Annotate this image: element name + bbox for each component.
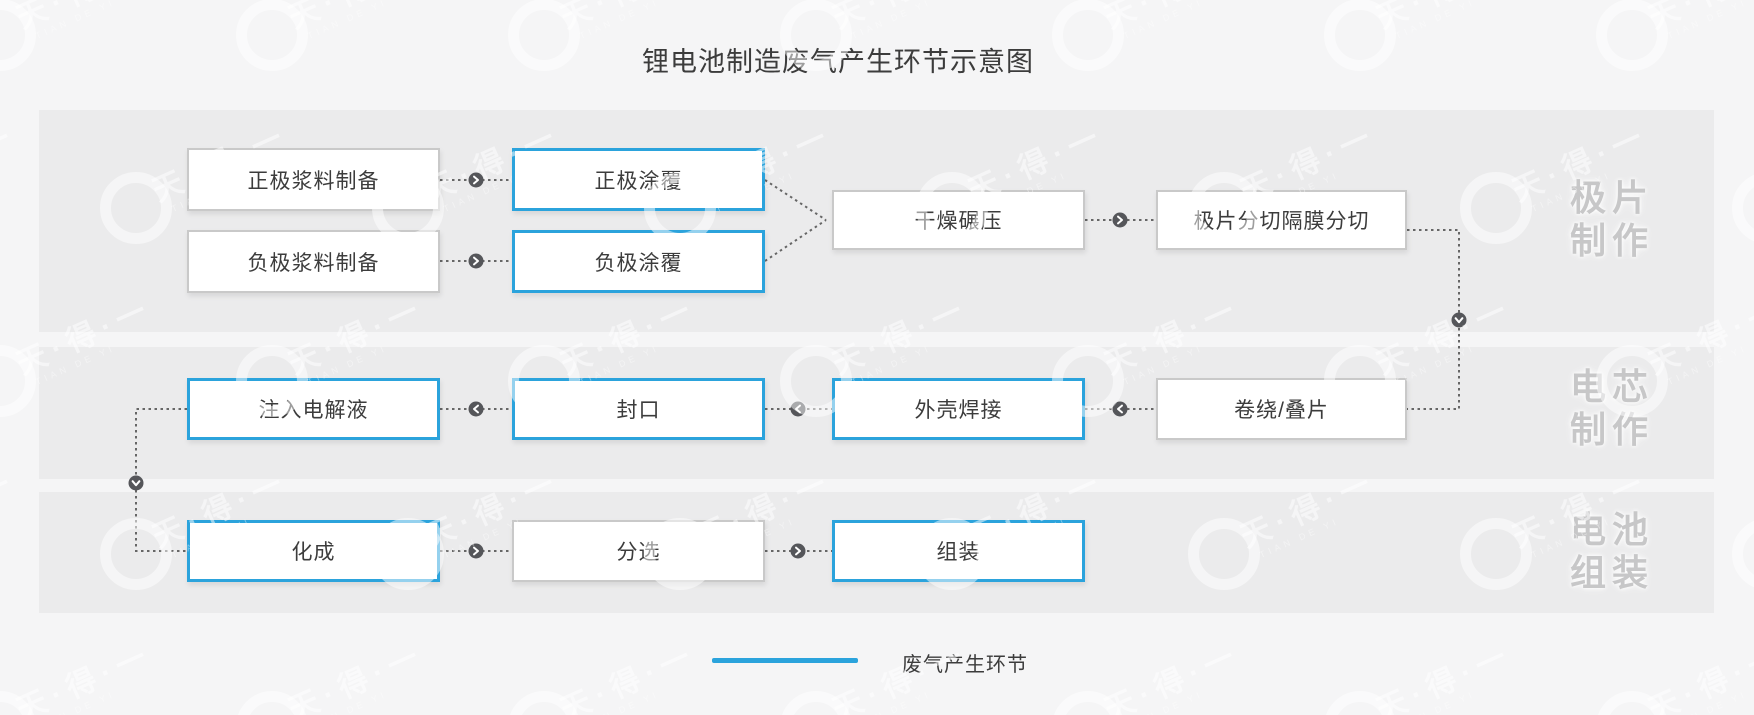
arrow-left-icon [1112, 401, 1128, 417]
case-welding-box: 外壳焊接 [832, 378, 1085, 440]
connector-line-diagonal [764, 219, 827, 262]
arrow-down-icon [1451, 312, 1467, 328]
sorting-box: 分选 [512, 520, 765, 582]
electrolyte-filling-box: 注入电解液 [187, 378, 440, 440]
cathode-coating-box: 正极涂覆 [512, 148, 765, 211]
box-label: 注入电解液 [258, 399, 369, 422]
anode-slurry-box: 负极浆料制备 [187, 230, 440, 293]
cathode-slurry-box: 正极浆料制备 [187, 148, 440, 211]
arrow-left-icon [468, 401, 484, 417]
box-label: 负极浆料制备 [247, 251, 380, 275]
box-label: 极片分切隔膜分切 [1193, 210, 1370, 233]
arrow-right-icon [468, 253, 484, 269]
box-label: 正极浆料制备 [247, 169, 380, 193]
assembly-box: 组装 [832, 520, 1085, 582]
formation-box: 化成 [187, 520, 440, 582]
connector-line-diagonal [764, 179, 827, 221]
drying-rolling-box: 干燥碾压 [832, 190, 1085, 250]
box-label: 外壳焊接 [914, 399, 1003, 422]
box-label: 组装 [936, 541, 981, 564]
legend-label: 废气产生环节 [902, 654, 1028, 676]
arrow-right-icon [1112, 212, 1128, 228]
band-label-battery-assembly: 电池 组装 [1569, 509, 1654, 593]
connector-elbow [1407, 229, 1460, 410]
band-label-cell-production: 电芯 制作 [1569, 366, 1654, 450]
box-label: 负极涂覆 [594, 251, 683, 275]
arrow-right-icon [468, 543, 484, 559]
box-label: 化成 [291, 541, 336, 564]
box-label: 封口 [616, 399, 661, 422]
legend-line [712, 658, 858, 663]
sealing-box: 封口 [512, 378, 765, 440]
box-label: 干燥碾压 [914, 210, 1003, 233]
arrow-down-icon [128, 475, 144, 491]
arrow-left-icon [790, 401, 806, 417]
box-label: 分选 [616, 541, 661, 564]
slitting-box: 极片分切隔膜分切 [1156, 190, 1407, 250]
anode-coating-box: 负极涂覆 [512, 230, 765, 293]
box-label: 卷绕/叠片 [1234, 399, 1329, 422]
arrow-right-icon [468, 172, 484, 188]
band-label-electrode-production: 极片 制作 [1569, 177, 1654, 261]
arrow-right-icon [790, 543, 806, 559]
connector-elbow [135, 408, 187, 552]
box-label: 正极涂覆 [594, 169, 683, 193]
winding-stacking-box: 卷绕/叠片 [1156, 378, 1407, 440]
